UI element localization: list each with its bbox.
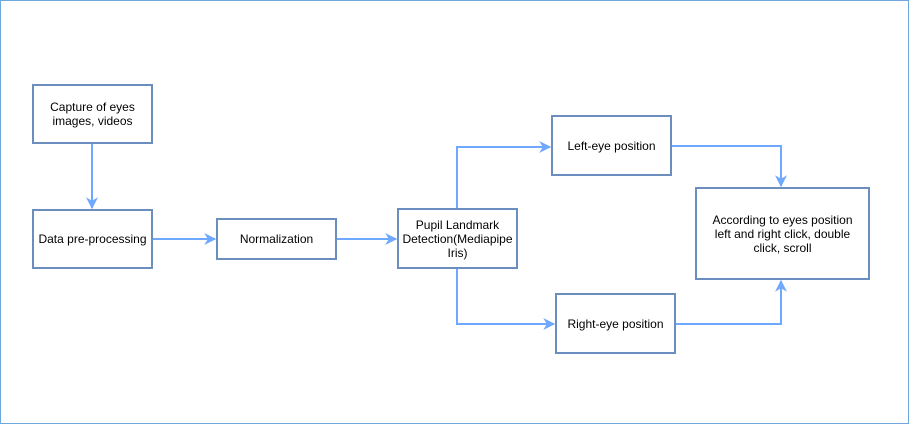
node-left-eye: Left-eye position — [551, 115, 672, 176]
node-normalization-label: Normalization — [239, 232, 314, 246]
node-capture: Capture of eyes images, videos — [32, 84, 153, 144]
node-pupil-detection-label: Pupil Landmark Detection(Mediapipe Iris) — [402, 217, 513, 260]
node-pupil-detection: Pupil Landmark Detection(Mediapipe Iris) — [397, 208, 518, 269]
node-capture-label: Capture of eyes images, videos — [50, 100, 135, 128]
node-right-eye: Right-eye position — [555, 293, 676, 354]
node-right-eye-label: Right-eye position — [567, 316, 664, 331]
node-action: According to eyes position left and righ… — [695, 187, 870, 280]
edge-pupil-to-left-eye — [456, 141, 552, 208]
node-action-label: According to eyes position left and righ… — [712, 213, 853, 255]
node-preprocessing: Data pre-processing — [32, 209, 153, 269]
node-preprocessing-label: Data pre-processing — [38, 232, 147, 246]
edge-left-eye-to-action — [672, 145, 787, 188]
node-normalization: Normalization — [216, 218, 337, 260]
edge-pupil-to-right-eye — [456, 269, 556, 330]
edge-right-eye-to-action — [676, 279, 787, 325]
node-left-eye-label: Left-eye position — [567, 138, 656, 153]
